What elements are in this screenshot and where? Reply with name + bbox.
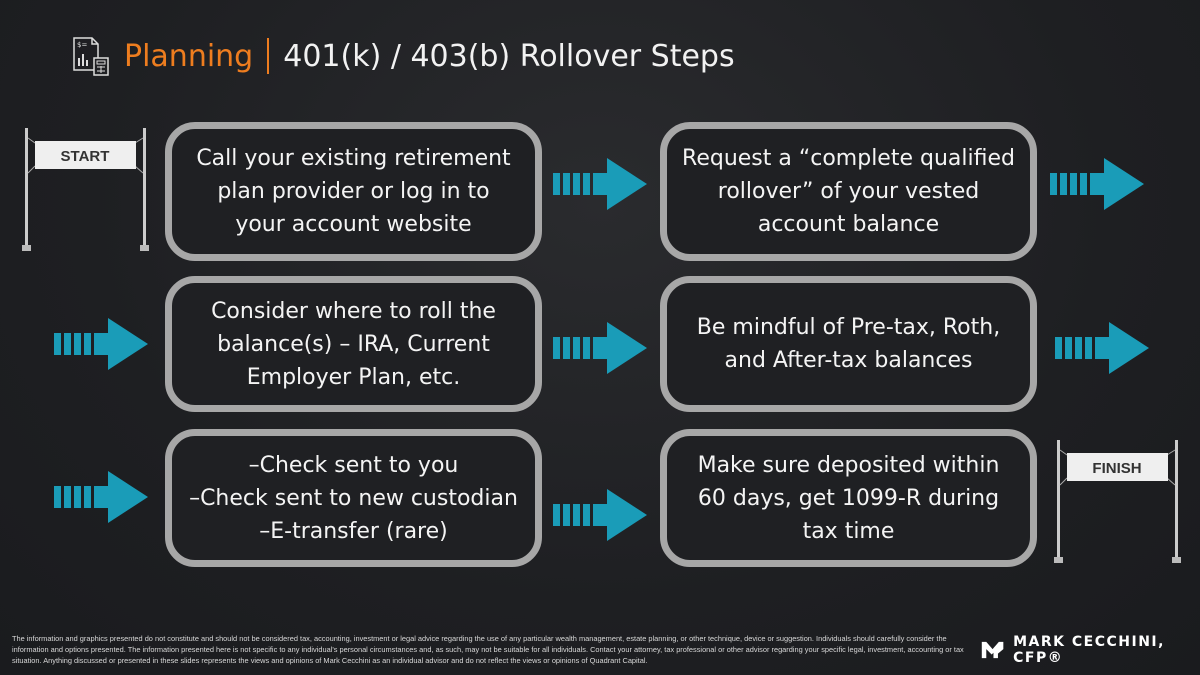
step-3-text: Consider where to roll the balance(s) – … xyxy=(211,298,496,390)
step-3-box: Consider where to roll the balance(s) – … xyxy=(165,276,542,412)
brand-logo: MARK CECCHINI, CFP® xyxy=(980,634,1200,666)
step-6-box: Make sure deposited within 60 days, get … xyxy=(660,429,1037,567)
slide-header: $= Planning 401(k) / 403(b) Rollover Ste… xyxy=(72,36,735,76)
step-1-box: Call your existing retirement plan provi… xyxy=(165,122,542,261)
header-category: Planning xyxy=(124,38,254,74)
step-6-text: Make sure deposited within 60 days, get … xyxy=(697,452,1000,544)
step-5-box: –Check sent to you –Check sent to new cu… xyxy=(165,429,542,567)
start-label: START xyxy=(61,148,110,165)
finish-banner: FINISH xyxy=(1054,440,1181,563)
start-banner: START xyxy=(22,128,149,251)
step-1-text: Call your existing retirement plan provi… xyxy=(196,146,511,237)
step-2-box: Request a “complete qualified rollover” … xyxy=(660,122,1037,261)
legal-disclaimer: The information and graphics presented d… xyxy=(12,634,964,665)
arrow-right-icon xyxy=(54,471,148,523)
brand-name: MARK CECCHINI, CFP® xyxy=(1013,634,1165,666)
financial-report-calculator-icon: $= xyxy=(73,37,109,76)
step-2-text: Request a “complete qualified rollover” … xyxy=(682,146,1015,237)
svg-text:$=: $= xyxy=(77,41,87,49)
arrow-right-icon xyxy=(553,489,647,541)
step-5-text: –Check sent to you –Check sent to new cu… xyxy=(189,452,518,544)
arrow-right-icon xyxy=(553,158,647,210)
arrow-right-icon xyxy=(553,322,647,374)
brand-mark-icon xyxy=(981,641,1004,659)
finish-label: FINISH xyxy=(1092,460,1141,477)
arrow-right-icon xyxy=(54,318,148,370)
arrow-right-icon xyxy=(1055,322,1149,374)
arrow-right-icon xyxy=(1050,158,1144,210)
step-4-text: Be mindful of Pre-tax, Roth, and After-t… xyxy=(696,315,1001,373)
header-divider xyxy=(267,38,270,74)
step-4-box: Be mindful of Pre-tax, Roth, and After-t… xyxy=(660,276,1037,412)
page-title: 401(k) / 403(b) Rollover Steps xyxy=(283,38,735,74)
